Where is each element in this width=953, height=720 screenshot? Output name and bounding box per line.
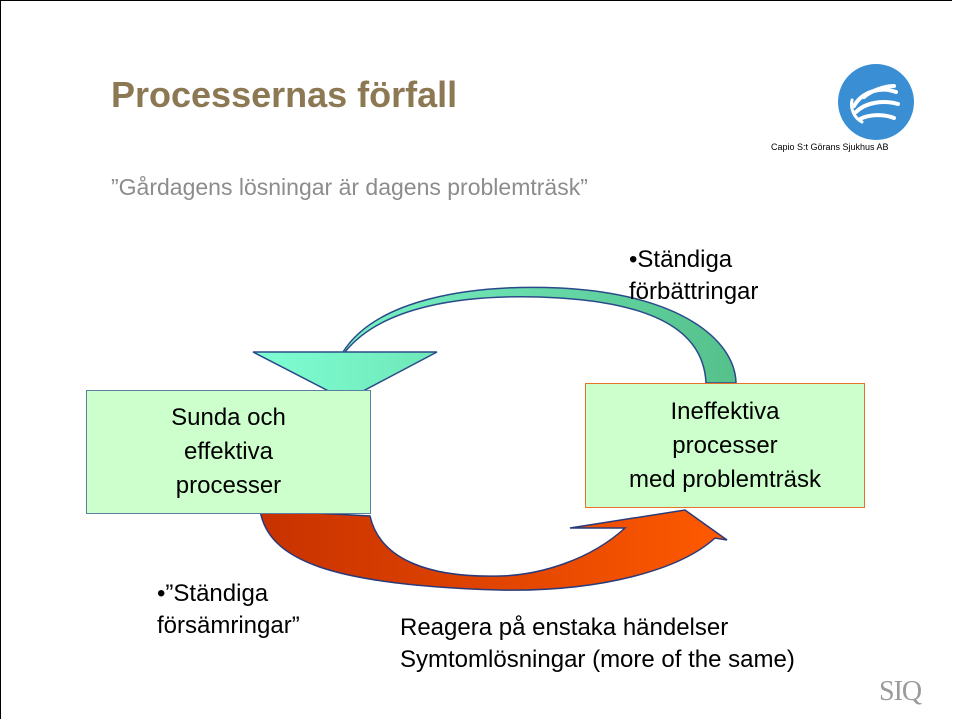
deteriorations-label: •”Ständiga försämringar”: [157, 578, 300, 642]
slide-title: Processernas förfall: [111, 74, 458, 115]
quote-text: ”Gårdagens lösningar är dagens problemtr…: [111, 174, 588, 200]
healthy-processes-text: Sunda och effektiva processer: [171, 404, 286, 499]
reaction-label-line-2: Symtomlösningar (more of the same): [400, 646, 795, 673]
ineffective-processes-box: Ineffektiva processer med problemträsk: [585, 383, 865, 508]
ineffective-processes-text: Ineffektiva processer med problemträsk: [628, 397, 822, 493]
deterioration-arrow: [259, 509, 728, 591]
reaction-label: Reagera på enstaka händelser Symtomlösni…: [400, 612, 795, 676]
improvements-label-line-1: •Ständiga: [629, 246, 733, 273]
healthy-processes-box: Sunda och effektiva processer: [86, 390, 371, 514]
capio-hand-logo-icon: [838, 64, 914, 140]
reaction-label-line-1: Reagera på enstaka händelser: [400, 614, 729, 641]
logo-caption: Capio S:t Görans Sjukhus AB: [771, 142, 889, 152]
deteriorations-label-line-2: försämringar”: [157, 612, 300, 639]
improvements-label: •Ständiga förbättringar: [629, 244, 758, 308]
siq-logo: SIQ: [879, 676, 922, 707]
deteriorations-label-line-1: •”Ständiga: [157, 580, 269, 607]
improvement-arrow: [252, 286, 737, 401]
improvements-label-line-2: förbättringar: [629, 278, 759, 305]
